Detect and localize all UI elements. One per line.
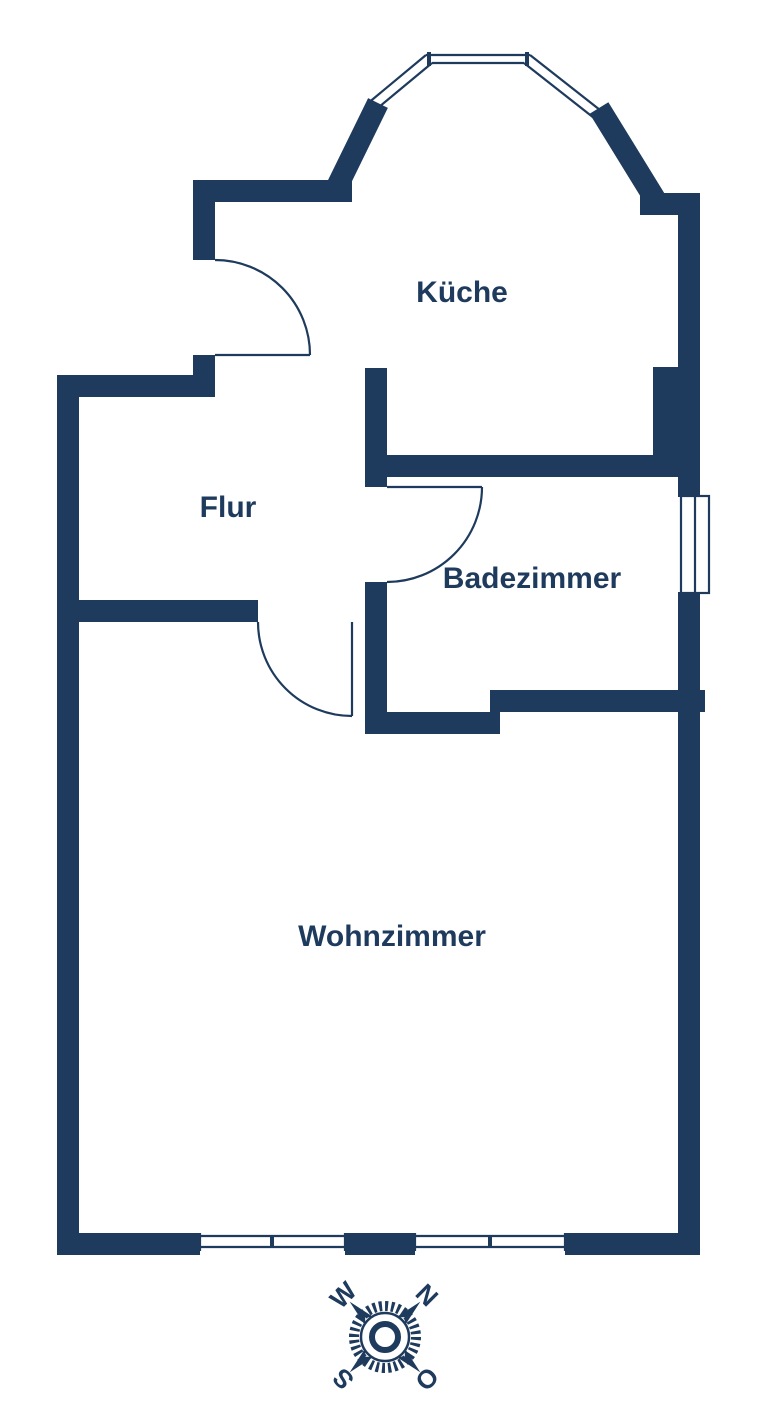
compass-tick-ring — [349, 1301, 421, 1373]
room-label-flur: Flur — [200, 491, 257, 524]
compass-rose: W N O S — [324, 1275, 445, 1396]
compass-arm-se — [396, 1348, 421, 1373]
bay-window-pane-right-inner — [523, 62, 595, 119]
room-label-badezimmer: Badezimmer — [443, 562, 622, 595]
door-badezimmer — [386, 485, 484, 584]
window-bathroom — [679, 494, 711, 595]
wall-duct-pillar — [653, 367, 700, 462]
door-entrance-swing-arc — [214, 258, 312, 356]
wall-bay-left — [322, 98, 388, 202]
compass-arms — [349, 1301, 421, 1373]
door-wohnzimmer — [256, 621, 354, 718]
bay-window-pane-left-outer — [366, 54, 427, 105]
compass-arm-sw — [349, 1348, 374, 1373]
bay-window-pane-left-inner — [372, 62, 433, 113]
room-label-wohnzimmer: Wohnzimmer — [298, 920, 486, 953]
compass-arm-ne — [396, 1301, 421, 1326]
door-wohnzimmer-swing-arc — [256, 621, 353, 718]
bay-window — [366, 52, 601, 119]
wall-bay-right — [589, 102, 665, 205]
compass-hub-ring — [369, 1321, 401, 1353]
window-living-right — [413, 1233, 567, 1251]
compass-inner-ring — [359, 1311, 411, 1363]
walls — [57, 98, 705, 1255]
room-label-kueche: Küche — [416, 276, 508, 309]
door-badezimmer-swing-arc — [386, 486, 484, 584]
door-entrance — [214, 258, 312, 357]
compass-arm-nw — [349, 1301, 374, 1326]
bay-window-pane-right-outer — [529, 54, 601, 111]
window-living-left — [198, 1233, 347, 1251]
